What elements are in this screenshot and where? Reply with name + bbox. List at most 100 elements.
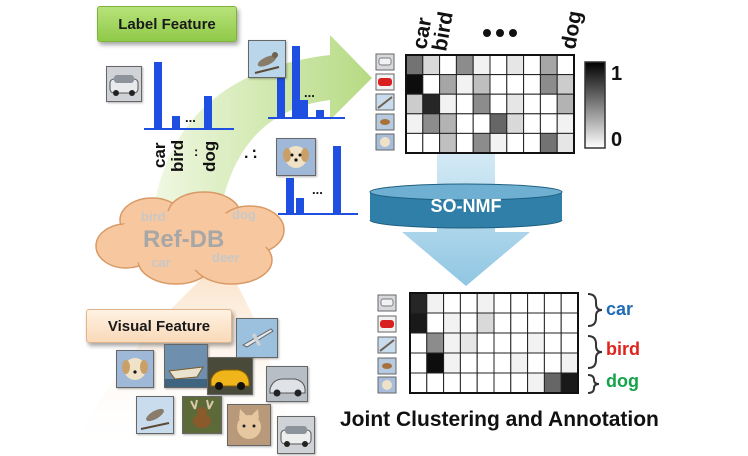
bottom-matrix-cell-r3-c8 [543, 352, 562, 374]
top-matrix-cell-r3-c3 [455, 113, 474, 134]
visual-yellow-car-thumbnail [207, 357, 253, 395]
hist-label-car: car [150, 142, 169, 168]
group-braces [587, 293, 603, 394]
hist-label-dots: : [194, 144, 198, 159]
bottom-matrix-cell-r0-c7 [527, 292, 545, 314]
bottom-matrix-cell-r1-c9 [560, 312, 579, 334]
bottom-matrix-cell-r1-c4 [476, 312, 495, 334]
top-matrix-cell-r3-c4 [472, 113, 491, 134]
top-matrix-cell-r1-c9 [556, 74, 575, 95]
label-feature-tag: Label Feature [97, 6, 237, 42]
colorbar-min-label: 0 [611, 129, 622, 151]
histogram-1: ... [144, 62, 234, 130]
bottom-matrix-cell-r4-c5 [493, 372, 512, 394]
bottom-matrix-cell-r0-c2 [443, 292, 461, 314]
bottom-matrix-cell-r1-c0 [409, 312, 428, 334]
top-matrix-cell-r2-c4 [472, 93, 491, 115]
bottom-matrix-cell-r3-c6 [510, 352, 529, 374]
bottom-matrix-cell-r1-c5 [493, 312, 512, 334]
top-matrix-cell-r3-c2 [439, 113, 457, 134]
bottom-matrix-cell-r1-c7 [527, 312, 545, 334]
bottom-matrix-cell-r2-c5 [493, 332, 512, 354]
bottom-matrix-cell-r4-c9 [560, 372, 579, 394]
top-matrix-cell-r2-c5 [489, 93, 508, 115]
top-matrix-cell-r2-c0 [405, 93, 424, 115]
top-col-label-dog: dog [557, 9, 586, 51]
bottom-matrix-cell-r2-c4 [476, 332, 495, 354]
bottom-matrix-cell-r3-c9 [560, 352, 579, 374]
visual-dog-thumbnail [116, 350, 154, 388]
bottom-matrix-cell-r2-c6 [510, 332, 529, 354]
caption: Joint Clustering and Annotation [340, 408, 659, 431]
bottom-matrix-cell-r3-c5 [493, 352, 512, 374]
top-matrix-cell-r2-c7 [523, 93, 541, 115]
top-matrix-cell-r2-c3 [455, 93, 474, 115]
bottom-matrix-cell-r0-c5 [493, 292, 512, 314]
histograms-ellipsis: . . [244, 145, 257, 162]
top-matrix-cell-r0-c1 [422, 54, 441, 76]
top-matrix-cell-r1-c8 [539, 74, 558, 95]
top-matrix-cell-r4-c5 [489, 132, 508, 154]
visual-feature-text: Visual Feature [107, 317, 211, 335]
bottom-matrix-cell-r4-c1 [426, 372, 445, 394]
bottom-matrix-cell-r3-c4 [476, 352, 495, 374]
top-matrix-cell-r2-c1 [422, 93, 441, 115]
bottom-matrix-cell-r0-c3 [459, 292, 478, 314]
bottom-matrix-cell-r2-c3 [459, 332, 478, 354]
hist1-bar-dog [204, 96, 212, 128]
hist1-bar-bird [172, 116, 180, 128]
top-matrix-cell-r4-c8 [539, 132, 558, 154]
histogram-3: ... [278, 146, 358, 215]
ref-db-label: Ref-DB [143, 226, 225, 253]
hist1-ellipsis: ... [185, 110, 196, 125]
top-col-label-bird: bird [428, 10, 458, 53]
visual-white-car-thumbnail [277, 416, 315, 454]
ref-db-word-car: car [151, 255, 171, 270]
bottom-matrix-cell-r0-c6 [510, 292, 529, 314]
top-matrix-cell-r1-c3 [455, 74, 474, 95]
top-matrix-cell-r3-c9 [556, 113, 575, 134]
top-matrix-cell-r1-c5 [489, 74, 508, 95]
ref-db-word-bird: bird [141, 209, 166, 224]
top-matrix-cell-r4-c3 [455, 132, 474, 154]
top-matrix-cell-r3-c7 [523, 113, 541, 134]
visual-plane-thumbnail [236, 318, 278, 358]
top-matrix-cell-r3-c1 [422, 113, 441, 134]
bottom-matrix-cell-r4-c2 [443, 372, 461, 394]
group-label-car: car [606, 299, 634, 319]
bottom-matrix-cell-r0-c4 [476, 292, 495, 314]
visual-silver-car-thumbnail [266, 366, 308, 402]
bottom-matrix-cell-r4-c4 [476, 372, 495, 394]
bottom-matrix-grid [409, 292, 579, 394]
top-matrix-cell-r0-c0 [405, 54, 424, 76]
hist2-bar-4 [316, 110, 324, 117]
bottom-matrix-cell-r1-c3 [459, 312, 478, 334]
bottom-matrix-cell-r2-c8 [543, 332, 562, 354]
bottom-matrix-cell-r3-c1 [426, 352, 445, 374]
bottom-matrix-cell-r1-c8 [543, 312, 562, 334]
ref-db-cloud [95, 191, 285, 285]
hist3-bar-3 [333, 146, 341, 214]
top-matrix-cell-r4-c4 [472, 132, 491, 154]
ref-db-word-deer: deer [212, 250, 240, 265]
hist-label-dog: dog [200, 141, 219, 172]
top-matrix-cell-r1-c4 [472, 74, 491, 95]
visual-cat-thumbnail [227, 404, 271, 446]
bottom-matrix-cell-r0-c9 [560, 292, 579, 314]
top-matrix-cell-r4-c9 [556, 132, 575, 154]
bottom-matrix-cell-r0-c8 [543, 292, 562, 314]
hist3-ellipsis: ... [312, 182, 323, 197]
top-matrix-cell-r1-c7 [523, 74, 541, 95]
bottom-matrix-cell-r3-c3 [459, 352, 478, 374]
top-matrix-border [405, 54, 575, 154]
histograms-ellipsis-2: . [252, 139, 256, 156]
top-matrix-cell-r0-c8 [539, 54, 558, 76]
top-matrix-cell-r2-c8 [539, 93, 558, 115]
bottom-matrix-cell-r2-c1 [426, 332, 445, 354]
hist2-ellipsis: ... [304, 85, 315, 100]
hist1-bar-car [154, 62, 162, 128]
bottom-matrix-cell-r4-c8 [543, 372, 562, 394]
visual-boat-thumbnail [164, 344, 208, 388]
